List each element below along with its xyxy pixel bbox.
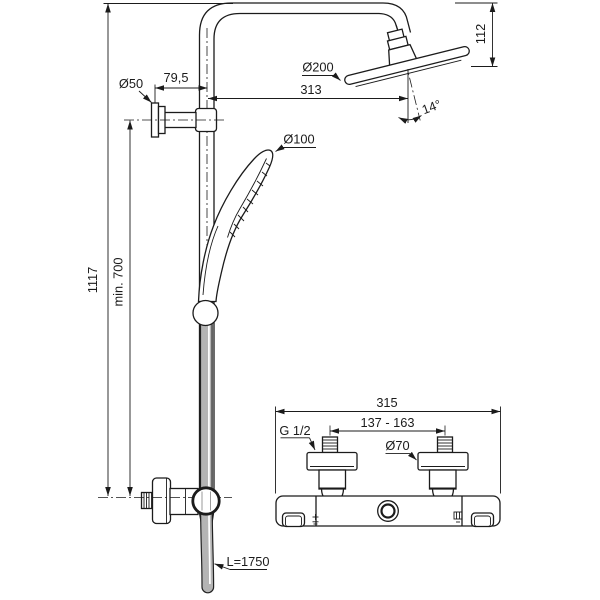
hose-highlight bbox=[208, 322, 211, 585]
escutcheon-diameter-label: Ø70 bbox=[385, 438, 409, 453]
label-hose-length: L=1750 bbox=[214, 554, 270, 570]
hand-shower-holder bbox=[192, 299, 219, 327]
angle-arc bbox=[398, 115, 422, 124]
arm-projection-label: 313 bbox=[300, 82, 321, 97]
label-inlet-thread: G 1/2 bbox=[279, 423, 316, 451]
left-escutcheon bbox=[306, 451, 358, 471]
valve-width-label: 315 bbox=[376, 395, 397, 410]
hose-tube bbox=[201, 312, 213, 593]
rain-head-diameter-label: Ø200 bbox=[302, 60, 333, 75]
temperature-handle-left bbox=[281, 512, 306, 528]
upper-wall-bracket bbox=[124, 102, 226, 138]
right-escutcheon bbox=[417, 451, 469, 471]
valve-body bbox=[275, 495, 501, 528]
dimension-min-700: min. 700 bbox=[111, 120, 133, 496]
spray-face-hatching bbox=[229, 162, 271, 238]
label-diameter-100: Ø100 bbox=[275, 132, 316, 152]
overall-height-label: 1117 bbox=[85, 267, 100, 294]
inlet-centres-label: 137 - 163 bbox=[360, 415, 414, 430]
head-angle-label: 14° bbox=[420, 96, 443, 117]
head-drop-label: 112 bbox=[473, 24, 488, 44]
bracket-flange bbox=[151, 477, 172, 525]
min-height-label: min. 700 bbox=[111, 257, 126, 306]
dimension-315: 315 bbox=[275, 395, 501, 494]
spray-face-edge bbox=[227, 158, 267, 238]
dimension-112: 112 bbox=[455, 2, 498, 67]
hand-shower bbox=[197, 149, 274, 303]
label-diameter-50: Ø50 bbox=[119, 76, 152, 103]
temperature-safety-marking bbox=[453, 511, 463, 523]
hose-guide-ring bbox=[191, 486, 221, 516]
label-diameter-200: Ø200 bbox=[302, 60, 341, 81]
dimension-79-5: 79,5 bbox=[154, 70, 208, 103]
wall-bracket-diameter-label: Ø50 bbox=[119, 76, 143, 91]
dimension-313: 313 bbox=[208, 82, 408, 102]
hose-length-label: L=1750 bbox=[226, 554, 269, 569]
overhead-shower-head: 14° bbox=[344, 25, 470, 124]
head-face-rim bbox=[355, 59, 462, 88]
inlet-thread-label: G 1/2 bbox=[279, 423, 310, 438]
flow-handle-right bbox=[470, 512, 495, 528]
inlet-thread-stub bbox=[140, 491, 154, 510]
handle-contour-line bbox=[202, 225, 219, 296]
plus-minus-marking bbox=[312, 514, 319, 525]
dimension-1117: 1117 bbox=[85, 3, 233, 496]
hand-shower-diameter-label: Ø100 bbox=[283, 132, 314, 147]
shower-hose bbox=[199, 311, 215, 594]
label-escutcheon-diameter: Ø70 bbox=[385, 438, 417, 461]
thermostatic-mixer-valve: 315 137 - 163 bbox=[275, 395, 501, 528]
wall-offset-label: 79,5 bbox=[164, 70, 189, 85]
